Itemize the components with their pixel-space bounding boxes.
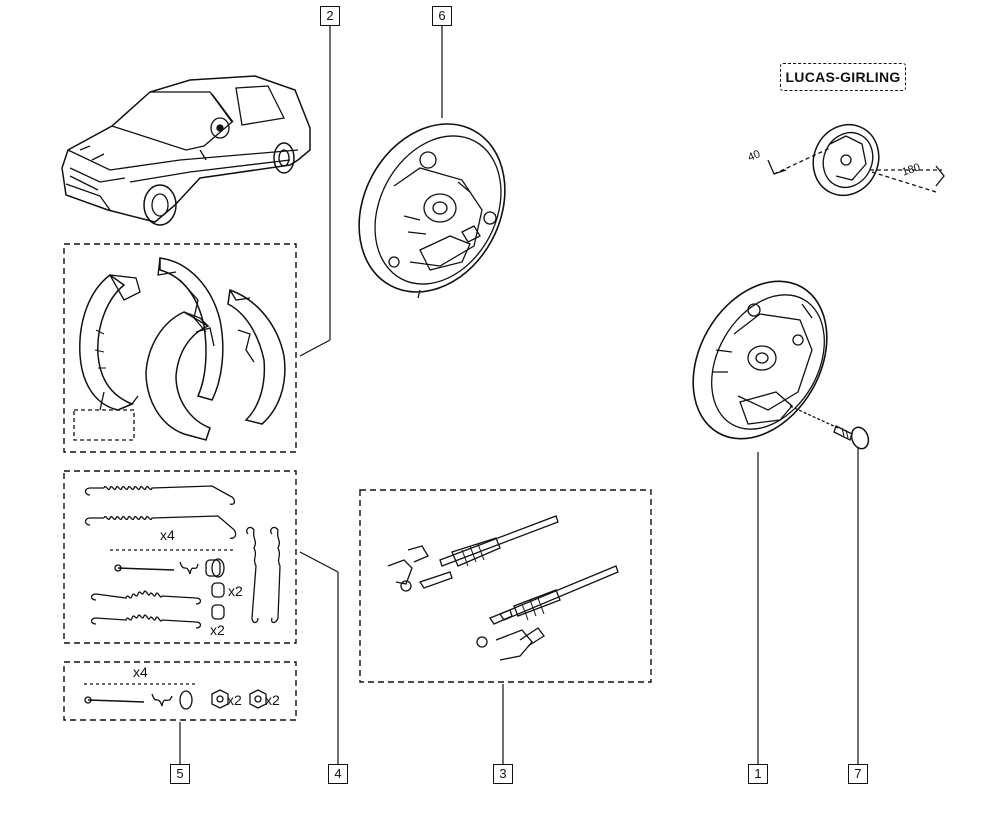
washers-quantity: x2 (227, 692, 242, 708)
bleed-screw (833, 425, 870, 450)
callout-4: 4 (328, 764, 348, 784)
nuts-quantity: x2 (265, 692, 280, 708)
callout-5: 5 (170, 764, 190, 784)
brake-shoes-kit (63, 243, 297, 453)
backplate-assembly (358, 123, 506, 299)
lucas-girling-drum (767, 123, 945, 197)
pins-quantity: x4 (133, 664, 148, 680)
springs-kit (63, 470, 297, 644)
brake-backplate-1 (692, 280, 839, 440)
car-illustration (61, 75, 311, 226)
callout-3: 3 (493, 764, 513, 784)
callout-1: 1 (748, 764, 768, 784)
springs-quantity: x4 (160, 527, 175, 543)
callout-6: 6 (432, 6, 452, 26)
fittings-kit (63, 661, 297, 721)
clips-quantity: x2 (210, 622, 225, 638)
leader-lines (179, 26, 859, 766)
callout-7: 7 (848, 764, 868, 784)
cups-quantity: x2 (228, 583, 243, 599)
callout-2: 2 (320, 6, 340, 26)
adjuster-kit (359, 489, 652, 683)
brand-label: LUCAS-GIRLING (780, 63, 906, 91)
